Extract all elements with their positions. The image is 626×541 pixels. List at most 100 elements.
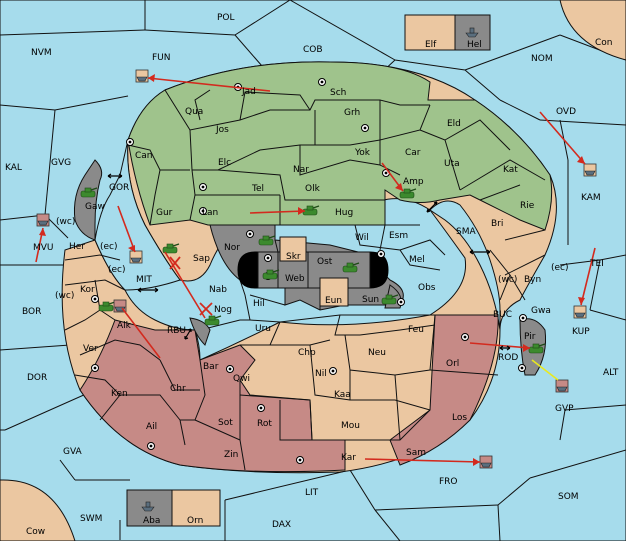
label-byn: Byn (524, 275, 541, 285)
label-chp: Chp (298, 348, 316, 358)
label-sot: Sot (218, 418, 233, 428)
order-arrows (35, 74, 596, 466)
army-icon (381, 294, 399, 305)
label-kup: KUP (572, 327, 590, 337)
label-nor: Nor (224, 243, 240, 253)
label-feu: Feu (408, 325, 424, 335)
label-wc-gaw: (wc) (56, 217, 75, 227)
army-icon (342, 262, 360, 273)
label-buc: BUC (493, 310, 512, 320)
label-nil: Nil (315, 369, 327, 379)
label-bri: Bri (491, 219, 503, 229)
fleet-icon (583, 163, 597, 177)
label-skr: Skr (286, 252, 301, 262)
label-alt: ALT (603, 368, 619, 378)
army-icon (302, 205, 320, 216)
label-gor: GOR (109, 183, 129, 193)
label-nog: Nog (214, 305, 232, 315)
province-elf[interactable] (404, 14, 456, 51)
label-pir: Pir (524, 332, 536, 342)
fleet-icon (129, 250, 143, 264)
label-wil: Wil (355, 233, 369, 243)
label-aba: Aba (143, 516, 160, 526)
fleet-icon (36, 213, 50, 227)
label-uta: Uta (444, 159, 460, 169)
province-gaw-coast[interactable] (74, 159, 103, 241)
label-uru: Uru (255, 324, 271, 334)
label-hug: Hug (335, 208, 353, 218)
label-gvg: GVG (51, 158, 71, 168)
label-ec-her: (ec) (100, 242, 118, 252)
army-icon (98, 301, 116, 312)
label-ver: Ver (83, 344, 98, 354)
label-amp: Amp (403, 177, 424, 187)
label-dax: DAX (272, 520, 291, 530)
label-sap: Sap (193, 254, 210, 264)
region-red-east (389, 314, 499, 466)
label-neu: Neu (368, 348, 386, 358)
label-qua: Qua (185, 107, 203, 117)
province-orn[interactable] (171, 489, 221, 527)
label-orl: Orl (446, 359, 459, 369)
label-wc-kor: (wc) (55, 291, 74, 301)
label-los: Los (452, 413, 467, 423)
label-elc: Elc (218, 158, 231, 168)
label-bar: Bar (203, 362, 219, 372)
label-som: SOM (558, 492, 579, 502)
fleet-icon (465, 27, 479, 38)
label-nab: Nab (209, 285, 227, 295)
label-lit: LIT (305, 488, 319, 498)
label-car: Car (405, 148, 421, 158)
province-ost-web-inner[interactable] (257, 251, 371, 289)
label-mit: MIT (136, 275, 152, 285)
label-rie: Rie (520, 201, 535, 211)
label-grh: Grh (344, 108, 360, 118)
army-icon (204, 315, 222, 326)
label-orn: Orn (187, 516, 203, 526)
label-alk: Alk (117, 321, 132, 331)
label-zin: Zin (224, 450, 238, 460)
sea-sma (429, 200, 501, 331)
label-bor: BOR (22, 307, 41, 317)
region-red-south (79, 319, 346, 473)
label-kat: Kat (503, 165, 518, 175)
label-ost: Ost (317, 257, 333, 267)
label-sun: Sun (362, 295, 379, 305)
label-ail: Ail (146, 422, 157, 432)
region-green (127, 61, 553, 231)
label-rot: Rot (257, 419, 272, 429)
label-gvp: GVP (555, 404, 574, 414)
label-fun: FUN (152, 53, 171, 63)
label-kor: Kor (80, 285, 95, 295)
label-sma: SMA (456, 227, 476, 237)
label-tel: Tel (251, 184, 264, 194)
label-swm: SWM (80, 514, 102, 524)
army-icon (80, 187, 98, 198)
label-web: Web (285, 274, 305, 284)
label-kal: KAL (5, 163, 22, 173)
province-skr[interactable] (279, 236, 307, 262)
label-can: Can (135, 151, 153, 161)
army-icon (399, 188, 417, 199)
label-pol: POL (217, 13, 235, 23)
province-eun[interactable] (319, 277, 349, 307)
label-ken: Ken (111, 389, 128, 399)
label-jad: Jad (241, 87, 256, 97)
label-lan: Lan (202, 208, 218, 218)
label-kar: Kar (341, 453, 356, 463)
label-nar: Nar (293, 165, 309, 175)
label-rod: ROD (498, 353, 518, 363)
label-cow: Cow (26, 527, 45, 537)
army-icon (528, 343, 546, 354)
label-con: Con (595, 38, 613, 48)
label-gur: Gur (156, 208, 173, 218)
label-gwa: Gwa (531, 306, 551, 316)
fleet-icon (141, 501, 155, 512)
label-hil: Hil (253, 299, 265, 309)
label-sam: Sam (406, 448, 426, 458)
label-obs: Obs (418, 283, 436, 293)
label-kaa: Kaa (334, 390, 351, 400)
passage-arrows (107, 173, 511, 351)
province-rbu-coast[interactable] (189, 317, 211, 346)
